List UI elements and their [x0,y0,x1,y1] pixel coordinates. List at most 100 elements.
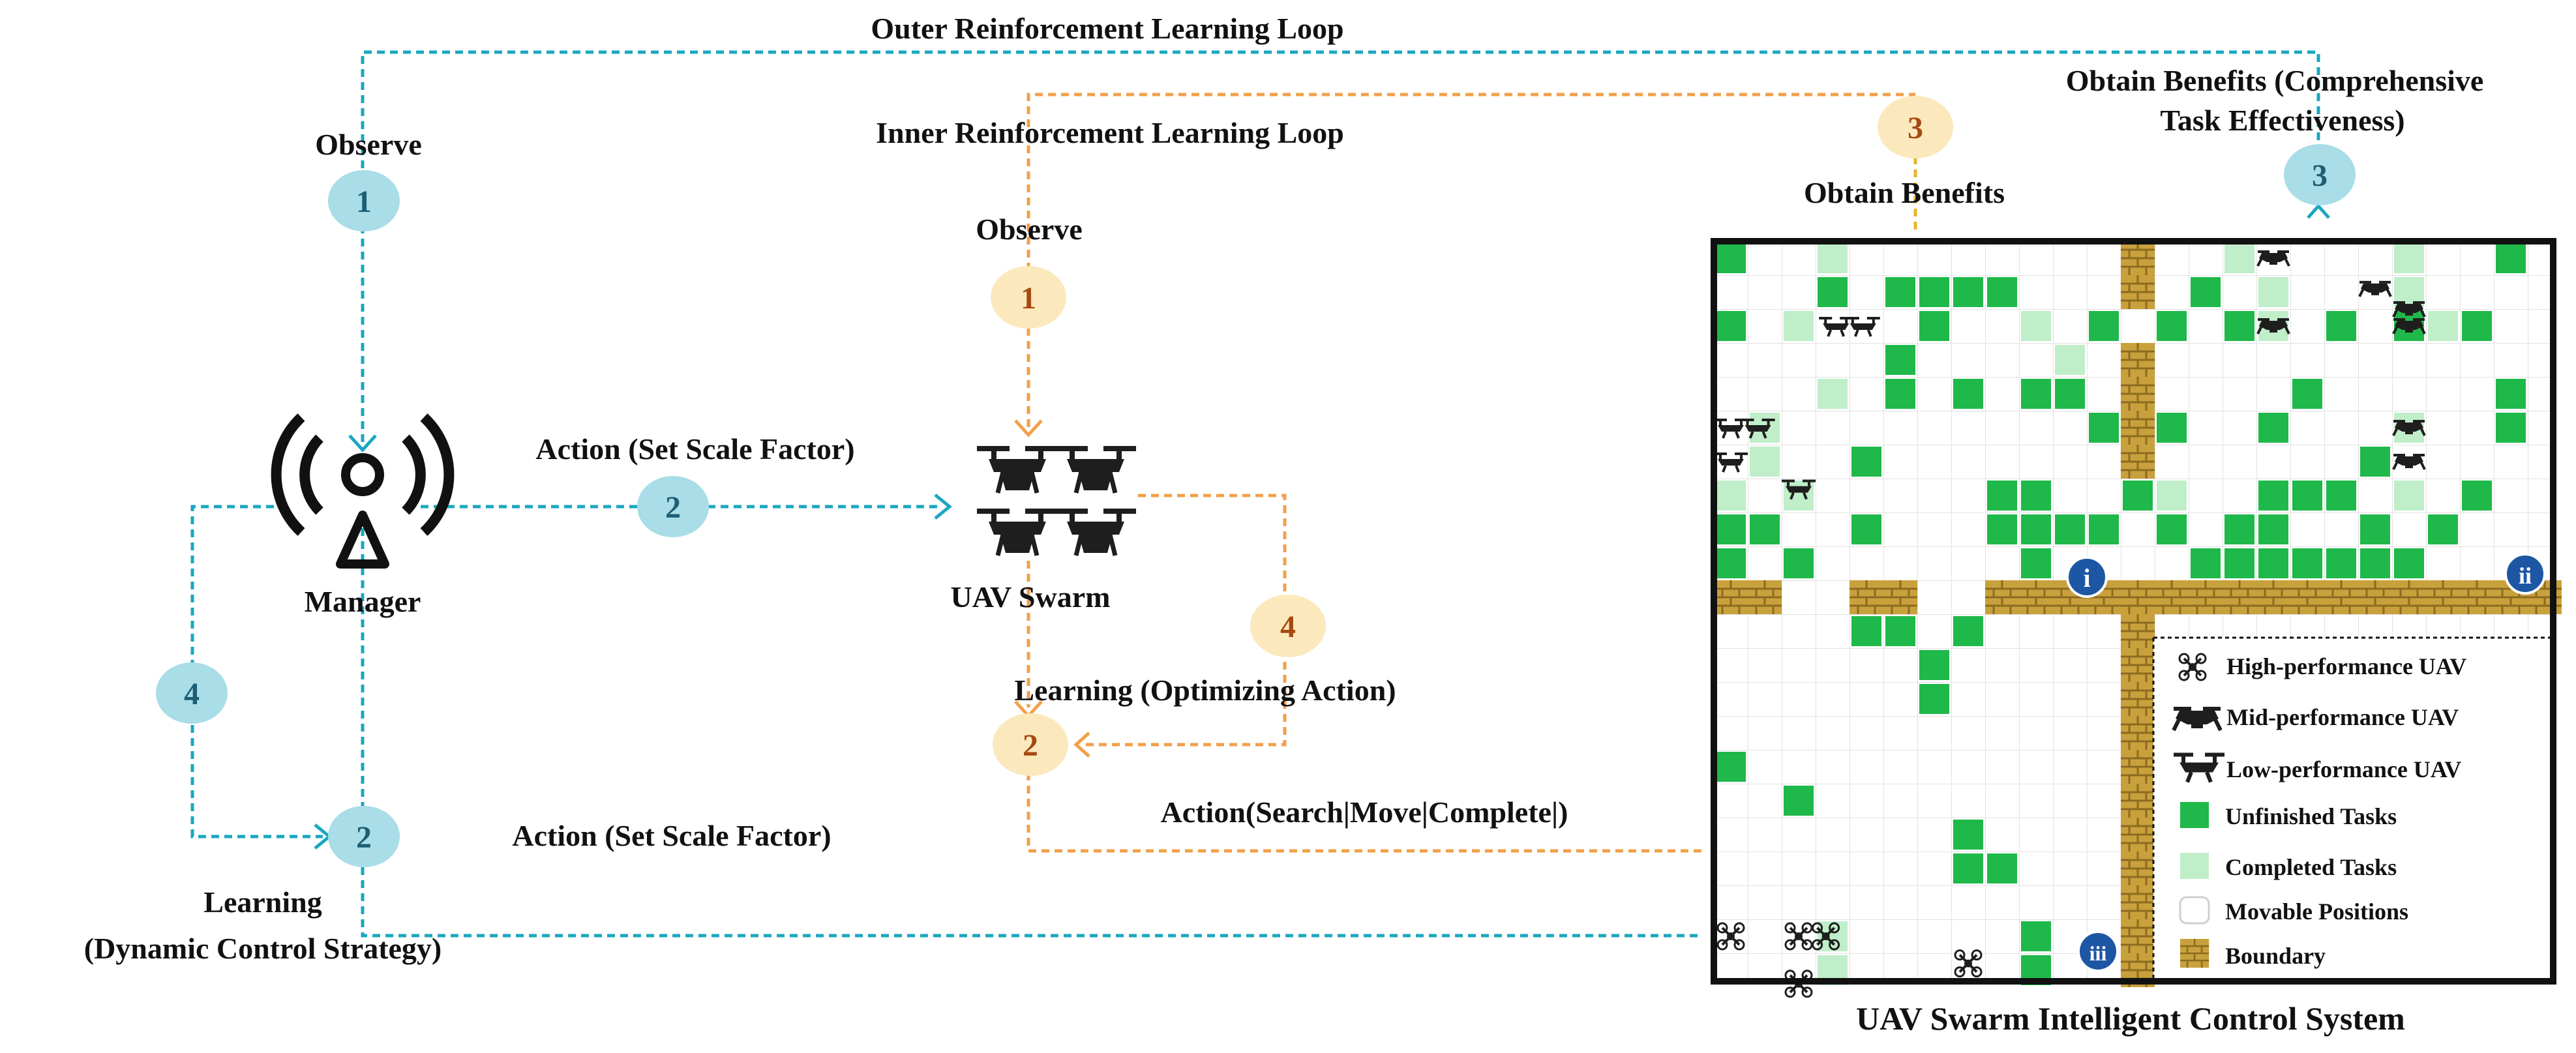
outer-badge-2b: 2 [328,806,400,867]
unfinished-task-cell [2021,921,2051,951]
unfinished-task-cell [1716,514,1746,544]
inner-loop-bottom-line [1026,773,1702,853]
unfinished-task-cell [1919,311,1949,341]
unfinished-task-cell [1750,514,1780,544]
unfinished-task-cell [1885,345,1915,375]
arrow-left-learn [1073,732,1090,758]
boundary-cell [2221,579,2258,615]
boundary-cell [2119,884,2156,921]
completed-task-cell [2021,311,2051,341]
grid-cells [1713,240,2563,988]
manager-label: Manager [305,585,421,618]
outer-badge-2: 2 [637,476,709,537]
svg-text:iii: iii [2089,942,2107,965]
legend: High-performance UAV Mid-performance UAV… [2152,636,2553,979]
boundary-cell [2018,579,2054,615]
unfinished-task-cell [2326,481,2356,511]
outer-benefits-line1: Obtain Benefits (Comprehensive [2066,64,2484,97]
boundary-cell [2119,647,2156,683]
completed-task-cell [1818,243,1848,273]
unfinished-task-cell [2292,548,2322,578]
unfinished-task-cell [2496,413,2526,443]
svg-text:3: 3 [2312,158,2328,193]
boundary-cell [2391,579,2427,615]
inner-loop-title: Inner Reinforcement Learning Loop [876,116,1344,149]
boundary-cell [2119,715,2156,751]
boundary-cell [2119,749,2156,785]
unfinished-task-cell [2292,379,2322,409]
svg-text:1: 1 [356,185,372,219]
completed-task-cell [2055,345,2085,375]
svg-text:4: 4 [184,677,200,711]
arrow-observe-manager [348,434,377,452]
unfinished-task-cell [1953,379,1983,409]
unfinished-task-cell [2462,311,2492,341]
outer-learning-action-label: Action (Set Scale Factor) [512,819,831,852]
unfinished-task-cell [2258,548,2288,578]
unfinished-task-cell [1851,616,1881,646]
svg-text:i: i [2083,563,2090,593]
svg-text:1: 1 [1021,281,1036,316]
unfinished-task-cell [1919,277,1949,307]
inner-observe-label: Observe [976,213,1083,246]
legend-movable: Movable Positions [2225,898,2408,925]
arrow-benefits-up [2307,203,2330,219]
outer-learning-title: Learning [203,885,322,919]
unfinished-task-cell [1885,379,1915,409]
legend-completed: Completed Tasks [2225,854,2397,880]
inner-action-label: Action(Search|Move|Complete|) [1161,795,1568,829]
unfinished-task-cell [2191,548,2221,578]
boundary-cell [2153,579,2190,615]
legend-low: Low-performance UAV [2226,756,2461,782]
unfinished-task-cell [2055,514,2085,544]
boundary-cell [2119,782,2156,819]
unfinished-task-cell [2224,311,2254,341]
unfinished-task-cell [2292,481,2322,511]
unfinished-task-cell [2123,481,2153,511]
boundary-cell [2289,579,2326,615]
completed-swatch [2180,853,2209,879]
completed-task-cell [1750,447,1780,477]
unfinished-task-cell [2157,311,2187,341]
boundary-cell [1713,579,1749,615]
legend-high: High-performance UAV [2226,653,2466,679]
control-system-grid: i ii iii High-performance UAV Mid-perfor… [1711,238,2563,998]
unfinished-task-cell [1987,481,2017,511]
drone-swarm-icon [977,446,1136,556]
completed-task-cell [1784,311,1814,341]
boundary-cell [1848,579,1885,615]
boundary-cell [2119,918,2156,955]
boundary-cell [2119,443,2156,480]
boundary-cell [2119,409,2156,446]
arrow-observe-swarm [1014,419,1043,438]
unfinished-task-cell [2089,413,2119,443]
grid-frame [1711,238,2556,985]
inner-learning-label: Learning (Optimizing Action) [1014,674,1396,707]
completed-task-cell [2157,481,2187,511]
region-badge-i: i [2066,556,2108,598]
unfinished-task-cell [2258,481,2288,511]
swarm-label: UAV Swarm [951,580,1111,614]
inner-benefits-label: Obtain Benefits [1804,176,2005,209]
unfinished-task-cell [1885,616,1915,646]
unfinished-task-cell [1716,548,1746,578]
completed-task-cell [1818,379,1848,409]
boundary-cell [2323,579,2359,615]
completed-task-cell [2428,311,2458,341]
unfinished-task-cell [1953,853,1983,883]
unfinished-task-cell [1919,650,1949,680]
outer-badge-3: 3 [2284,144,2356,205]
boundary-cell [2187,579,2224,615]
unfinished-task-cell [1851,514,1881,544]
boundary-cell [2119,613,2156,649]
outer-badge-4: 4 [156,662,228,724]
outer-loop-bottom-line [361,515,1700,938]
unfinished-task-cell [2224,514,2254,544]
outer-observe-label: Observe [315,128,422,161]
arrow-action-swarm [934,494,952,520]
unfinished-task-cell [1716,752,1746,782]
boundary-cell [1882,579,1919,615]
boundary-cell [2119,816,2156,853]
boundary-cell [2425,579,2461,615]
